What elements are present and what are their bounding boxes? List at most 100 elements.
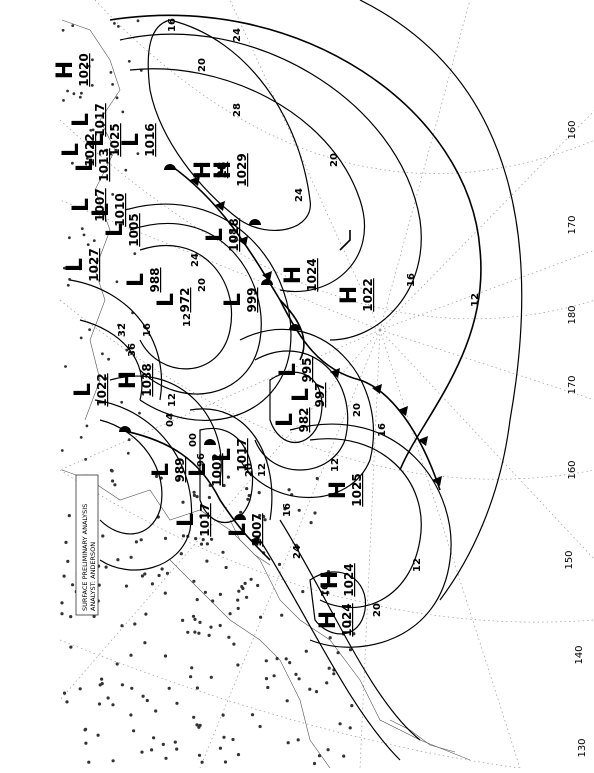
station-dot <box>111 759 115 763</box>
station-dot <box>164 756 168 760</box>
station-dot <box>177 477 181 481</box>
warm-front-semicircle <box>234 514 246 520</box>
station-dot <box>83 728 87 732</box>
station-dot <box>209 675 213 679</box>
center-value: 1017 <box>93 103 107 136</box>
center-letter: H <box>211 161 236 179</box>
isobar-label: 24 <box>294 188 305 202</box>
warm-front-semicircle <box>119 426 131 432</box>
station-dot <box>211 599 215 603</box>
cold-front-triangle <box>372 384 382 394</box>
station-dot <box>110 469 114 473</box>
station-dot <box>139 69 143 72</box>
center-value: 995 <box>300 357 314 382</box>
isobar-label: 20 <box>352 403 363 417</box>
station-dot <box>160 567 164 571</box>
isobar-label: 24 <box>292 545 303 559</box>
station-dot <box>71 583 75 587</box>
center-letter: L <box>273 413 298 427</box>
isobar-label: 12 <box>257 463 268 477</box>
station-dot <box>62 691 67 695</box>
station-dot <box>325 681 329 685</box>
center-value: 1022 <box>361 278 375 311</box>
station-dot <box>87 760 91 764</box>
center-letter: L <box>289 388 314 402</box>
station-dot <box>200 760 204 764</box>
station-dot <box>317 754 322 758</box>
station-dot <box>175 701 179 705</box>
cold-front-triangle <box>330 368 340 378</box>
station-dot <box>111 193 115 196</box>
longitude-label: 180 <box>567 305 578 324</box>
longitude-label: 170 <box>567 375 578 394</box>
station-dot <box>304 649 308 653</box>
longitude-label: 130 <box>577 738 588 757</box>
station-dot <box>63 266 66 270</box>
station-dot <box>60 449 64 452</box>
center-letter: L <box>63 258 88 272</box>
station-dot <box>231 737 235 742</box>
isobar-label: 20 <box>372 603 383 617</box>
graticule <box>59 0 594 769</box>
station-dot <box>134 540 138 544</box>
station-dot <box>245 595 249 599</box>
isobars <box>69 0 523 761</box>
station-dot <box>79 436 83 439</box>
station-dot <box>163 536 168 541</box>
coastlines <box>61 19 471 769</box>
station-dot <box>136 19 140 23</box>
station-dot <box>86 243 90 247</box>
center-letter: L <box>203 228 228 242</box>
station-dot <box>85 424 89 428</box>
isobar-label: 16 <box>377 423 388 437</box>
station-dot <box>297 677 301 681</box>
station-dot <box>263 518 267 522</box>
center-value: 1002 <box>210 453 224 486</box>
station-dot <box>275 657 279 661</box>
station-dot <box>218 746 222 750</box>
station-dot <box>106 696 110 700</box>
station-dot <box>314 690 319 694</box>
station-dot <box>193 617 197 622</box>
station-dot <box>154 709 158 713</box>
station-dot <box>236 663 240 667</box>
center-value: 1017 <box>198 503 212 536</box>
station-dot <box>100 677 104 681</box>
station-dot <box>129 555 133 559</box>
center-letter: H <box>281 266 306 284</box>
station-dot <box>297 508 301 512</box>
station-dot <box>101 534 105 538</box>
station-dot <box>284 657 288 661</box>
station-dot <box>78 95 82 99</box>
station-dot <box>67 514 71 518</box>
station-dot <box>195 495 199 499</box>
station-dot <box>125 348 129 352</box>
cold-front-triangle <box>250 536 260 546</box>
station-dot <box>129 713 133 717</box>
station-dot <box>102 123 105 127</box>
center-letter: H <box>326 481 351 499</box>
station-dot <box>312 761 317 766</box>
station-dot <box>286 741 290 745</box>
station-dot <box>132 729 136 733</box>
station-dot <box>61 28 65 32</box>
center-value: 1022 <box>95 373 109 406</box>
station-dot <box>92 614 96 619</box>
isobar-label: 20 <box>329 153 340 167</box>
cold-front-triangle <box>432 476 442 486</box>
station-dot <box>129 653 133 657</box>
station-dot <box>294 672 298 677</box>
longitude-label: 140 <box>574 645 585 664</box>
station-dot <box>308 687 312 691</box>
center-value: 1010 <box>113 193 127 226</box>
station-dot <box>287 488 291 492</box>
station-dot <box>328 636 332 640</box>
